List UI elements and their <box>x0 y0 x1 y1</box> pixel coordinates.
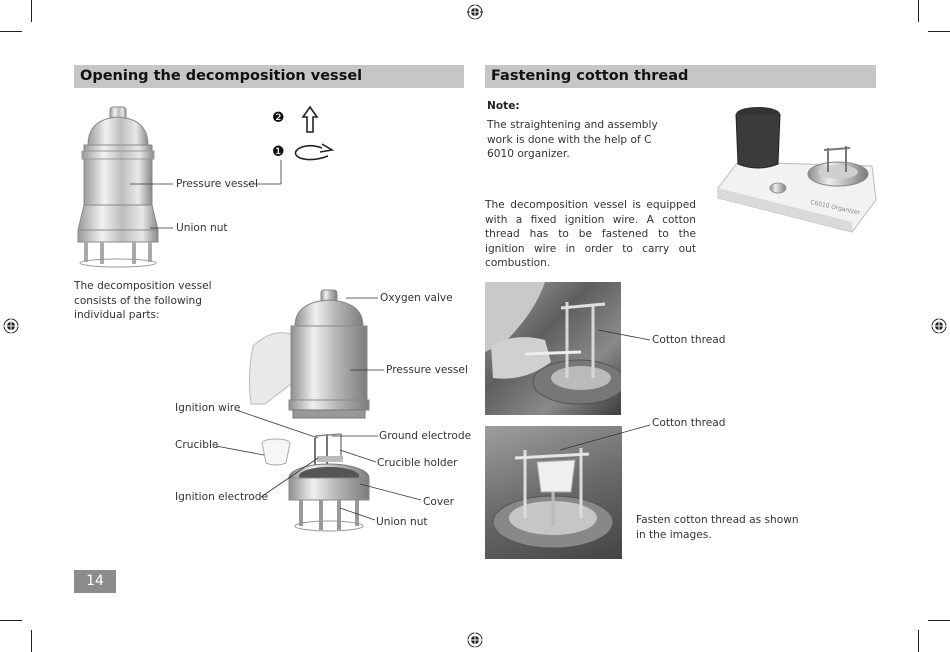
label-pressure-vessel-top: Pressure vessel <box>176 178 258 190</box>
crop-mark <box>928 31 950 32</box>
label-cover: Cover <box>423 496 455 508</box>
crop-mark <box>918 630 919 652</box>
body-text: The decomposition vessel is equipped wit… <box>485 199 696 269</box>
note-heading: Note: <box>487 100 520 112</box>
section-title-fastening: Fastening cotton thread <box>485 65 876 88</box>
organizer-illustration: C6010 Organizer <box>717 107 877 233</box>
exploded-parts-illustration <box>248 289 370 532</box>
registration-mark-icon <box>931 318 947 334</box>
label-oxygen-valve: Oxygen valve <box>380 292 453 304</box>
intro-text: The decomposition vessel consists of the… <box>74 280 212 321</box>
label-ignition-wire: Ignition wire <box>175 402 241 414</box>
crop-mark <box>31 630 32 652</box>
photo-cotton-thread-2 <box>485 426 622 559</box>
crucible-illustration <box>261 438 291 466</box>
arrow-up-icon <box>301 105 319 133</box>
rotate-arrow-icon <box>294 143 335 161</box>
crop-mark <box>0 31 22 32</box>
registration-mark-icon <box>467 4 483 20</box>
crop-mark <box>31 0 32 22</box>
caption-text: Fasten cotton thread as shown in the ima… <box>636 514 799 541</box>
label-ignition-electrode: Ignition electrode <box>175 491 268 503</box>
label-pressure-vessel: Pressure vessel <box>386 364 468 376</box>
label-cotton-thread-2: Cotton thread <box>652 417 726 429</box>
section-title-opening: Opening the decomposition vessel <box>74 65 464 88</box>
photo-cotton-thread-1 <box>485 282 621 415</box>
step-1-label: ❶ <box>272 144 285 160</box>
note-text: The straightening and assembly work is d… <box>487 119 658 160</box>
label-union-nut-top: Union nut <box>176 222 228 234</box>
page-number: 14 <box>74 570 116 593</box>
pressure-vessel-illustration <box>77 106 159 268</box>
crop-mark <box>918 0 919 22</box>
label-crucible: Crucible <box>175 439 219 451</box>
crop-mark <box>928 620 950 621</box>
step-2-label: ❷ <box>272 110 285 126</box>
label-ground-electrode: Ground electrode <box>379 430 472 442</box>
label-union-nut: Union nut <box>376 516 428 528</box>
registration-mark-icon <box>3 318 19 334</box>
registration-mark-icon <box>467 632 483 648</box>
label-cotton-thread-1: Cotton thread <box>652 334 726 346</box>
label-crucible-holder: Crucible holder <box>377 457 458 469</box>
crop-mark <box>0 620 22 621</box>
